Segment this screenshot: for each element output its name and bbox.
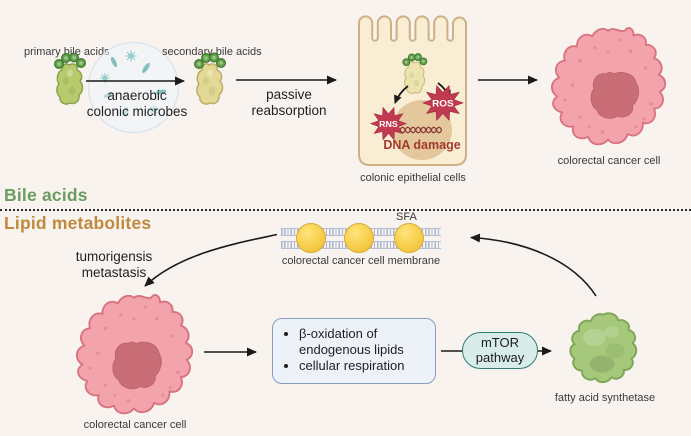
rns-starburst-icon: RNS — [369, 106, 408, 141]
metabolism-item-cellular-respiration: cellular respiration — [299, 358, 429, 374]
sfa-label: SFA — [396, 211, 417, 223]
primary-bile-acids-label: primary bile acids — [24, 46, 110, 58]
colorectal-cancer-cell-icon — [76, 294, 194, 415]
dna-damage-label: DNA damage — [383, 138, 460, 152]
membrane-label: colorectal cancer cell membrane — [281, 255, 441, 267]
colorectal-cancer-cell-icon — [551, 27, 667, 146]
curved-arrow-fas-to-membrane — [470, 233, 597, 297]
fatty-acid-synthetase-icon — [569, 312, 638, 384]
arrow-to-rns — [394, 85, 409, 104]
secondary-bile-acid-icon — [193, 52, 227, 105]
mtor-pathway-node: mTOR pathway — [462, 332, 538, 369]
reabsorption-caption: passive reabsorption — [251, 87, 327, 119]
sfa-lipid-circle — [394, 223, 424, 253]
metabolism-box: β-oxidation of endogenous lipids cellula… — [272, 318, 436, 384]
bile-acid-dots — [193, 52, 227, 70]
bile-acid-dots — [53, 52, 87, 70]
epithelial-cells-label: colonic epithelial cells — [360, 172, 466, 184]
colonic-epithelial-cell-icon: RNS ROS DNA damage — [358, 15, 467, 166]
mtor-line2: pathway — [475, 349, 525, 365]
tumorigenesis-caption: tumorigensis metastasis — [75, 249, 153, 281]
section-divider — [0, 209, 691, 211]
cancer-cell-nucleus — [590, 72, 640, 119]
rns-label: RNS — [379, 119, 398, 129]
anaerobic-microbes-circle-icon — [87, 41, 180, 134]
ros-starburst-icon: ROS — [421, 84, 464, 122]
dna-helix-icon — [399, 126, 443, 134]
cancer-cell-label-bottom: colorectal cancer cell — [83, 419, 187, 431]
bile-acid-in-cell-icon — [402, 53, 428, 94]
mtor-line1: mTOR — [480, 335, 520, 351]
sfa-lipid-circle — [344, 223, 374, 253]
ros-label: ROS — [432, 99, 454, 109]
cell-membrane-icon — [281, 223, 441, 253]
bile-acids-heading: Bile acids — [4, 185, 88, 205]
fatty-acid-synthetase-label: fatty acid synthetase — [554, 392, 656, 404]
microbes-caption: anaerobic colonic microbes — [86, 88, 188, 120]
cancer-cell-label-top: colorectal cancer cell — [557, 155, 661, 167]
sfa-lipid-circle — [296, 223, 326, 253]
secondary-bile-acids-label: secondary bile acids — [162, 46, 262, 58]
metabolism-item-beta-oxidation: β-oxidation of endogenous lipids — [299, 326, 429, 358]
cancer-cell-nucleus — [112, 341, 162, 390]
lipid-metabolites-heading: Lipid metabolites — [4, 213, 152, 233]
metabolism-list: β-oxidation of endogenous lipids cellula… — [277, 326, 429, 374]
curved-arrow-membrane-to-cell — [144, 233, 278, 287]
primary-bile-acid-icon — [53, 52, 87, 105]
